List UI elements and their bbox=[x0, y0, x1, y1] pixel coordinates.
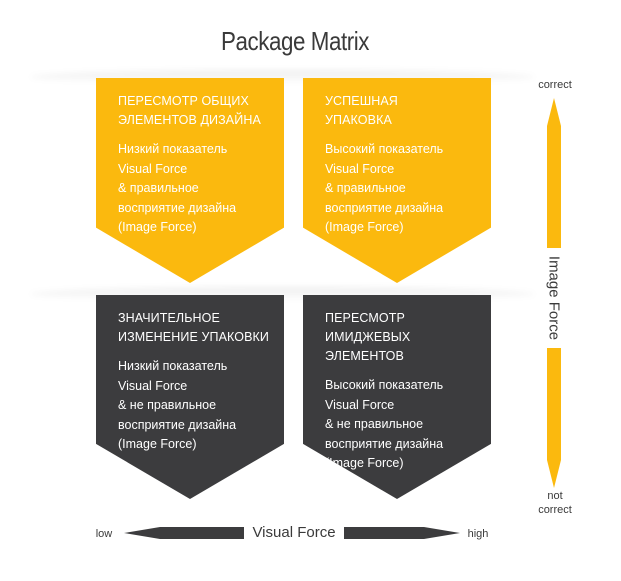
quadrant-description: Низкий показатель Visual Force & не прав… bbox=[118, 359, 237, 451]
quadrant-description: Низкий показатель Visual Force & правиль… bbox=[118, 142, 237, 234]
vertical-axis-top-label: correct bbox=[538, 79, 572, 91]
quadrant-description: Высокий показатель Visual Force & правил… bbox=[325, 142, 444, 234]
vertical-axis-bottom-label: not correct bbox=[538, 490, 572, 516]
page-title: Package Matrix bbox=[220, 26, 370, 56]
quadrant-heading: ПЕРЕСМОТР ОБЩИХ ЭЛЕМЕНТОВ ДИЗАЙНА bbox=[118, 94, 261, 127]
vertical-axis-title: Image Force bbox=[545, 255, 563, 341]
quadrant-top-left: ПЕРЕСМОТР ОБЩИХ ЭЛЕМЕНТОВ ДИЗАЙНА Низкий… bbox=[96, 78, 284, 283]
horizontal-axis-title: Visual Force bbox=[244, 522, 344, 544]
quadrant-bottom-right: ПЕРЕСМОТР ИМИДЖЕВЫХ ЭЛЕМЕНТОВ Высокий по… bbox=[303, 295, 491, 499]
quadrant-top-right: УСПЕШНАЯ УПАКОВКА Высокий показатель Vis… bbox=[303, 78, 491, 283]
vertical-axis-title-box: Image Force bbox=[542, 248, 566, 348]
quadrant-heading: УСПЕШНАЯ УПАКОВКА bbox=[325, 94, 398, 127]
quadrant-bottom-left: ЗНАЧИТЕЛЬНОЕ ИЗМЕНЕНИЕ УПАКОВКИ Низкий п… bbox=[96, 295, 284, 499]
quadrant-heading: ЗНАЧИТЕЛЬНОЕ ИЗМЕНЕНИЕ УПАКОВКИ bbox=[118, 311, 270, 344]
quadrant-description: Высокий показатель Visual Force & не пра… bbox=[325, 378, 444, 470]
horizontal-axis-left-label: low bbox=[95, 528, 113, 540]
horizontal-axis-right-label: high bbox=[467, 528, 489, 540]
quadrant-heading: ПЕРЕСМОТР ИМИДЖЕВЫХ ЭЛЕМЕНТОВ bbox=[325, 311, 411, 363]
